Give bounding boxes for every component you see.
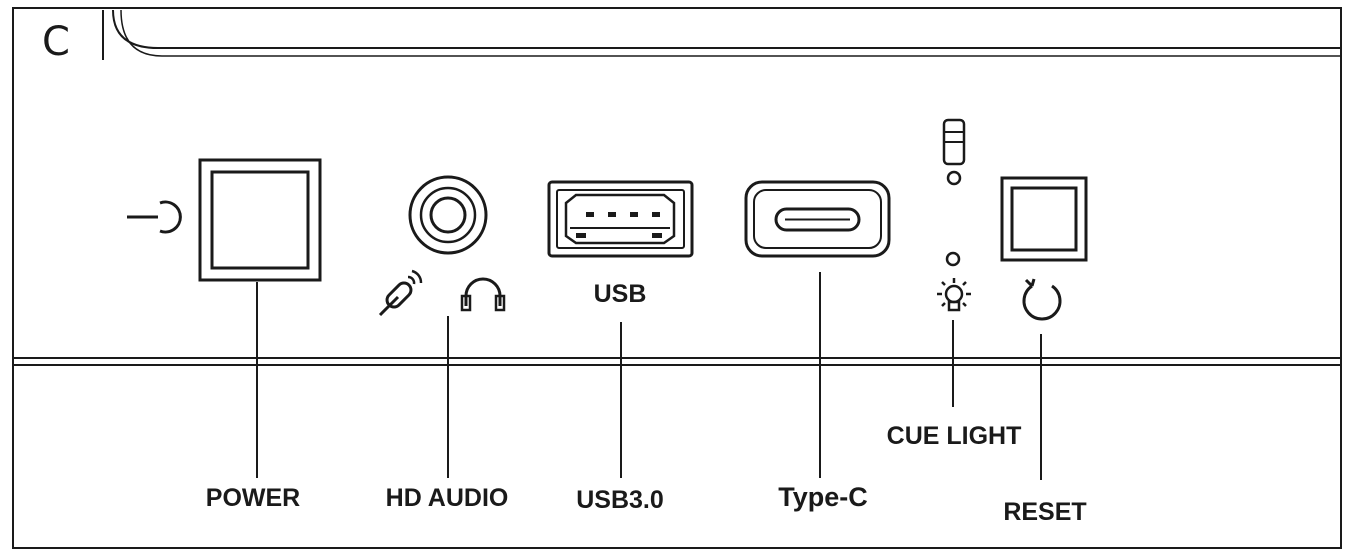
power-button[interactable]: [198, 158, 322, 282]
usb-port-mark: USB: [594, 280, 647, 308]
cue-light-led: [945, 251, 961, 267]
audio-jack[interactable]: [408, 175, 488, 255]
power-label: POWER: [206, 484, 300, 512]
headphones-icon: [460, 277, 506, 312]
indicator-lamp-icon: [942, 118, 966, 166]
panel-letter: C: [42, 19, 70, 65]
reset-button[interactable]: [1000, 176, 1088, 262]
outer-frame: [12, 7, 1342, 549]
cue-light-label: CUE LIGHT: [887, 422, 1022, 450]
top-bezel: [112, 9, 1341, 49]
indicator-led: [946, 170, 962, 186]
hd-audio-label: HD AUDIO: [386, 484, 509, 512]
reset-label: RESET: [1003, 498, 1086, 526]
power-symbol-icon: [127, 200, 182, 234]
usb3-label: USB3.0: [576, 486, 664, 514]
light-bulb-icon: [937, 278, 971, 312]
type-c-port[interactable]: [744, 180, 891, 258]
microphone-icon: [378, 269, 423, 317]
top-bezel-inner: [120, 9, 1341, 57]
reset-arrow-icon: [1022, 278, 1062, 321]
usb-port[interactable]: [547, 180, 694, 258]
type-c-label: Type-C: [778, 482, 868, 512]
